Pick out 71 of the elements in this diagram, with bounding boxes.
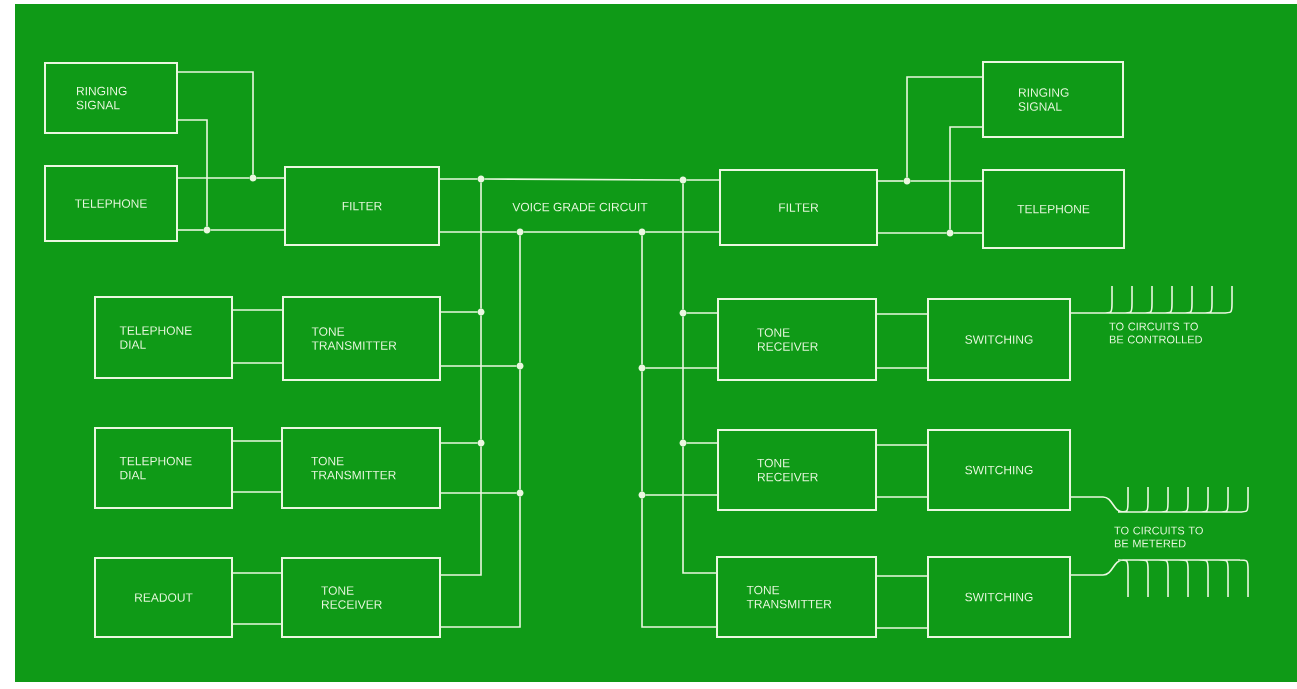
wire — [644, 367, 719, 369]
wire — [519, 368, 521, 491]
wire-label: TO CIRCUITS TO BE METERED — [1114, 526, 1203, 548]
block-box: RINGING SIGNAL — [44, 62, 178, 134]
wire — [439, 445, 482, 576]
edge-label: VOICE GRADE CIRCUIT — [512, 202, 648, 212]
block-box: TELEPHONE — [44, 165, 178, 242]
wire — [439, 495, 521, 628]
wire — [439, 365, 518, 367]
wire — [176, 229, 205, 231]
wire — [231, 572, 283, 574]
wire — [255, 177, 286, 179]
wire — [909, 180, 984, 182]
block-box: TONE TRANSMITTER — [716, 556, 877, 638]
wire — [519, 234, 521, 364]
wire — [682, 445, 718, 574]
wire — [231, 623, 283, 625]
wire — [176, 119, 208, 228]
wire — [685, 442, 719, 444]
block-box: FILTER — [719, 169, 878, 246]
block-box: TONE TRANSMITTER — [282, 296, 441, 381]
block-box: SWITCHING — [927, 298, 1071, 381]
wire — [483, 178, 681, 181]
wire — [685, 179, 721, 181]
block-box: TONE RECEIVER — [717, 298, 877, 381]
block-box: TELEPHONE DIAL — [94, 427, 233, 509]
block-box: RINGING SIGNAL — [982, 61, 1124, 138]
wire — [231, 309, 284, 311]
block-box: TELEPHONE — [982, 169, 1125, 249]
wire — [231, 440, 283, 442]
wire — [438, 178, 479, 180]
wire — [522, 231, 640, 233]
wire — [685, 312, 719, 314]
wire — [231, 362, 284, 364]
wire — [480, 181, 482, 310]
wire — [439, 442, 479, 444]
wire — [875, 444, 929, 446]
wire — [644, 231, 721, 233]
wire — [644, 494, 719, 496]
wire — [949, 126, 984, 231]
wire — [876, 232, 948, 234]
wire — [682, 182, 684, 311]
wire — [875, 627, 929, 629]
wire — [641, 234, 643, 366]
wire-label: TO CIRCUITS TO BE CONTROLLED — [1109, 322, 1202, 344]
wire — [480, 314, 482, 441]
wire — [906, 76, 984, 179]
block-box: TONE RECEIVER — [281, 557, 441, 638]
wire — [952, 232, 984, 234]
wire — [641, 370, 643, 493]
wire — [439, 492, 518, 494]
wire — [176, 71, 254, 176]
wire — [875, 575, 929, 577]
block-box: TONE TRANSMITTER — [281, 427, 441, 509]
wire — [875, 367, 929, 369]
wire — [439, 311, 479, 313]
wire — [176, 177, 251, 179]
wire — [438, 231, 518, 233]
wire — [875, 496, 929, 498]
wire — [641, 497, 718, 628]
wire — [682, 315, 684, 441]
wire — [875, 313, 929, 315]
block-box: SWITCHING — [927, 429, 1071, 511]
block-box: SWITCHING — [927, 556, 1071, 638]
wire — [209, 229, 286, 231]
block-box: FILTER — [284, 166, 440, 246]
block-box: TELEPHONE DIAL — [94, 296, 233, 379]
wire — [876, 180, 905, 182]
block-box: TONE RECEIVER — [717, 429, 877, 511]
block-box: READOUT — [94, 557, 233, 638]
wire — [231, 491, 283, 493]
